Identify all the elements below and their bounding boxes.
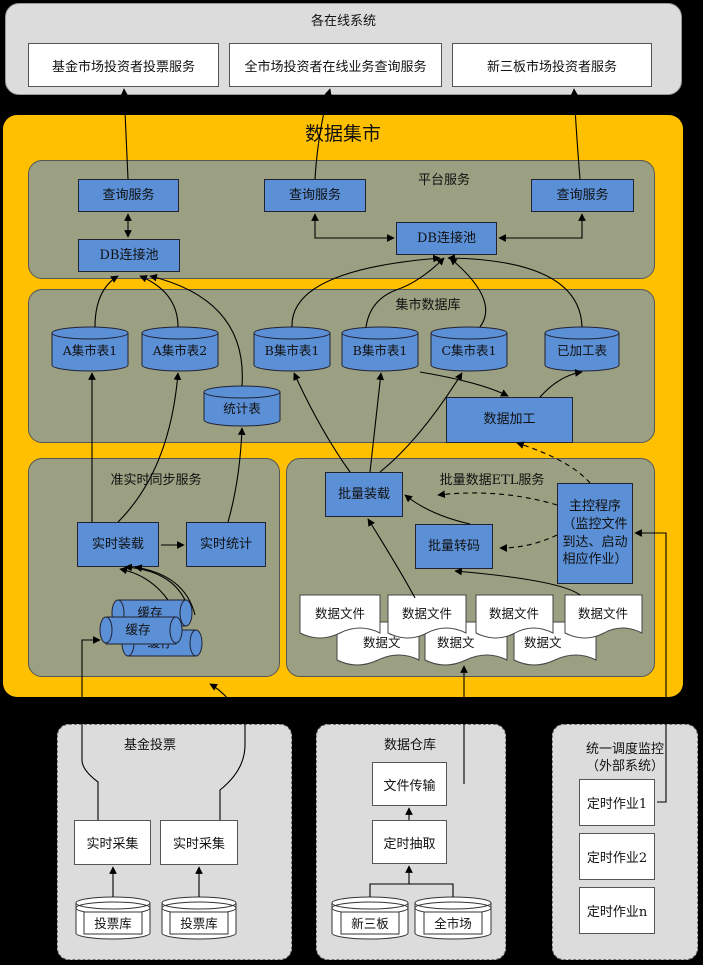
- vote-db-1-cylinder: 投票库: [75, 896, 151, 940]
- table-b1b-cylinder: B集市表1: [341, 326, 419, 372]
- query-service-right: 查询服务: [531, 179, 634, 212]
- neeq-db-cylinder: 新三板: [331, 896, 409, 940]
- data-processing-box: 数据加工: [446, 397, 573, 443]
- scheduler-subtitle: （外部系统）: [585, 759, 664, 774]
- neeq-db-label: 新三板: [351, 916, 389, 931]
- connectors: [81, 88, 667, 897]
- table-a2-cylinder: A集市表2: [141, 326, 219, 372]
- realtime-load-box: 实时装载: [77, 522, 159, 567]
- table-c1-label: C集市表1: [441, 343, 496, 358]
- data-file-back-label-1: 数据文: [363, 635, 401, 650]
- market-db-cylinder: 全市场: [414, 896, 492, 940]
- online-service-fund-voting: 基金市场投资者投票服务: [28, 43, 219, 87]
- data-file-docs: [299, 594, 643, 666]
- warehouse-title: 数据仓库: [383, 738, 436, 753]
- online-service-market-query: 全市场投资者在线业务查询服务: [229, 43, 442, 87]
- stats-table-cylinder: 统计表: [203, 385, 281, 427]
- data-file-label-3: 数据文件: [489, 606, 539, 621]
- realtime-collect-1: 实时采集: [74, 820, 151, 865]
- realtime-collect-2: 实时采集: [160, 820, 238, 865]
- table-b1-cylinder: B集市表1: [253, 326, 331, 372]
- fund-voting-title: 基金投票: [123, 738, 176, 753]
- scheduled-job-n: 定时作业n: [579, 887, 655, 934]
- online-service-neeq: 新三板市场投资者服务: [452, 43, 652, 87]
- vote-db-1-label: 投票库: [94, 916, 132, 931]
- query-service-left: 查询服务: [78, 179, 179, 212]
- processed-table-cylinder: 已加工表: [544, 326, 620, 372]
- data-file-label-1: 数据文件: [315, 606, 365, 621]
- etl-service-title: 批量数据ETL服务: [439, 473, 545, 488]
- table-b1b-label: B集市表1: [353, 343, 408, 358]
- control-lines: [437, 441, 591, 552]
- data-file-back-label-3: 数据文: [524, 635, 562, 650]
- mart-database-title: 集市数据库: [395, 298, 461, 313]
- cache-label-2: 缓存: [125, 622, 150, 637]
- vote-db-2-cylinder: 投票库: [161, 896, 237, 940]
- file-transfer-box: 文件传输: [372, 762, 447, 806]
- master-control-box: 主控程序（监控文件到达、启动相应作业）: [557, 483, 633, 584]
- table-a1-label: A集市表1: [62, 343, 117, 358]
- table-a2-label: A集市表2: [152, 343, 207, 358]
- table-a1-cylinder: A集市表1: [51, 326, 129, 372]
- platform-services-title: 平台服务: [417, 173, 470, 188]
- processed-table-label: 已加工表: [557, 343, 608, 358]
- data-file-label-2: 数据文件: [402, 606, 452, 621]
- query-service-center: 查询服务: [264, 179, 366, 212]
- data-file-back-label-2: 数据文: [437, 635, 475, 650]
- scheduler-title: 统一调度监控: [585, 742, 664, 757]
- vote-db-2-label: 投票库: [180, 916, 218, 931]
- scheduled-job-1: 定时作业1: [579, 779, 655, 826]
- table-c1-cylinder: C集市表1: [430, 326, 508, 372]
- market-db-label: 全市场: [434, 916, 472, 931]
- sync-service-title: 准实时同步服务: [110, 473, 202, 488]
- table-b1-label: B集市表1: [265, 343, 320, 358]
- cache-stack: 缓存 缓存 缓存: [99, 599, 203, 657]
- db-pool-center: DB连接池: [396, 222, 497, 255]
- realtime-stats-box: 实时统计: [186, 522, 266, 567]
- batch-convert-box: 批量转码: [415, 524, 493, 569]
- stats-table-label: 统计表: [223, 401, 261, 416]
- db-pool-left: DB连接池: [78, 239, 180, 272]
- scheduled-job-2: 定时作业2: [579, 833, 655, 880]
- cache-label-1: 缓存: [137, 605, 162, 620]
- batch-load-box: 批量装载: [325, 472, 403, 517]
- online-systems-title: 各在线系统: [310, 14, 376, 29]
- scheduled-extract-box: 定时抽取: [372, 820, 447, 864]
- data-file-label-4: 数据文件: [578, 606, 628, 621]
- data-mart-title: 数据集市: [304, 123, 381, 145]
